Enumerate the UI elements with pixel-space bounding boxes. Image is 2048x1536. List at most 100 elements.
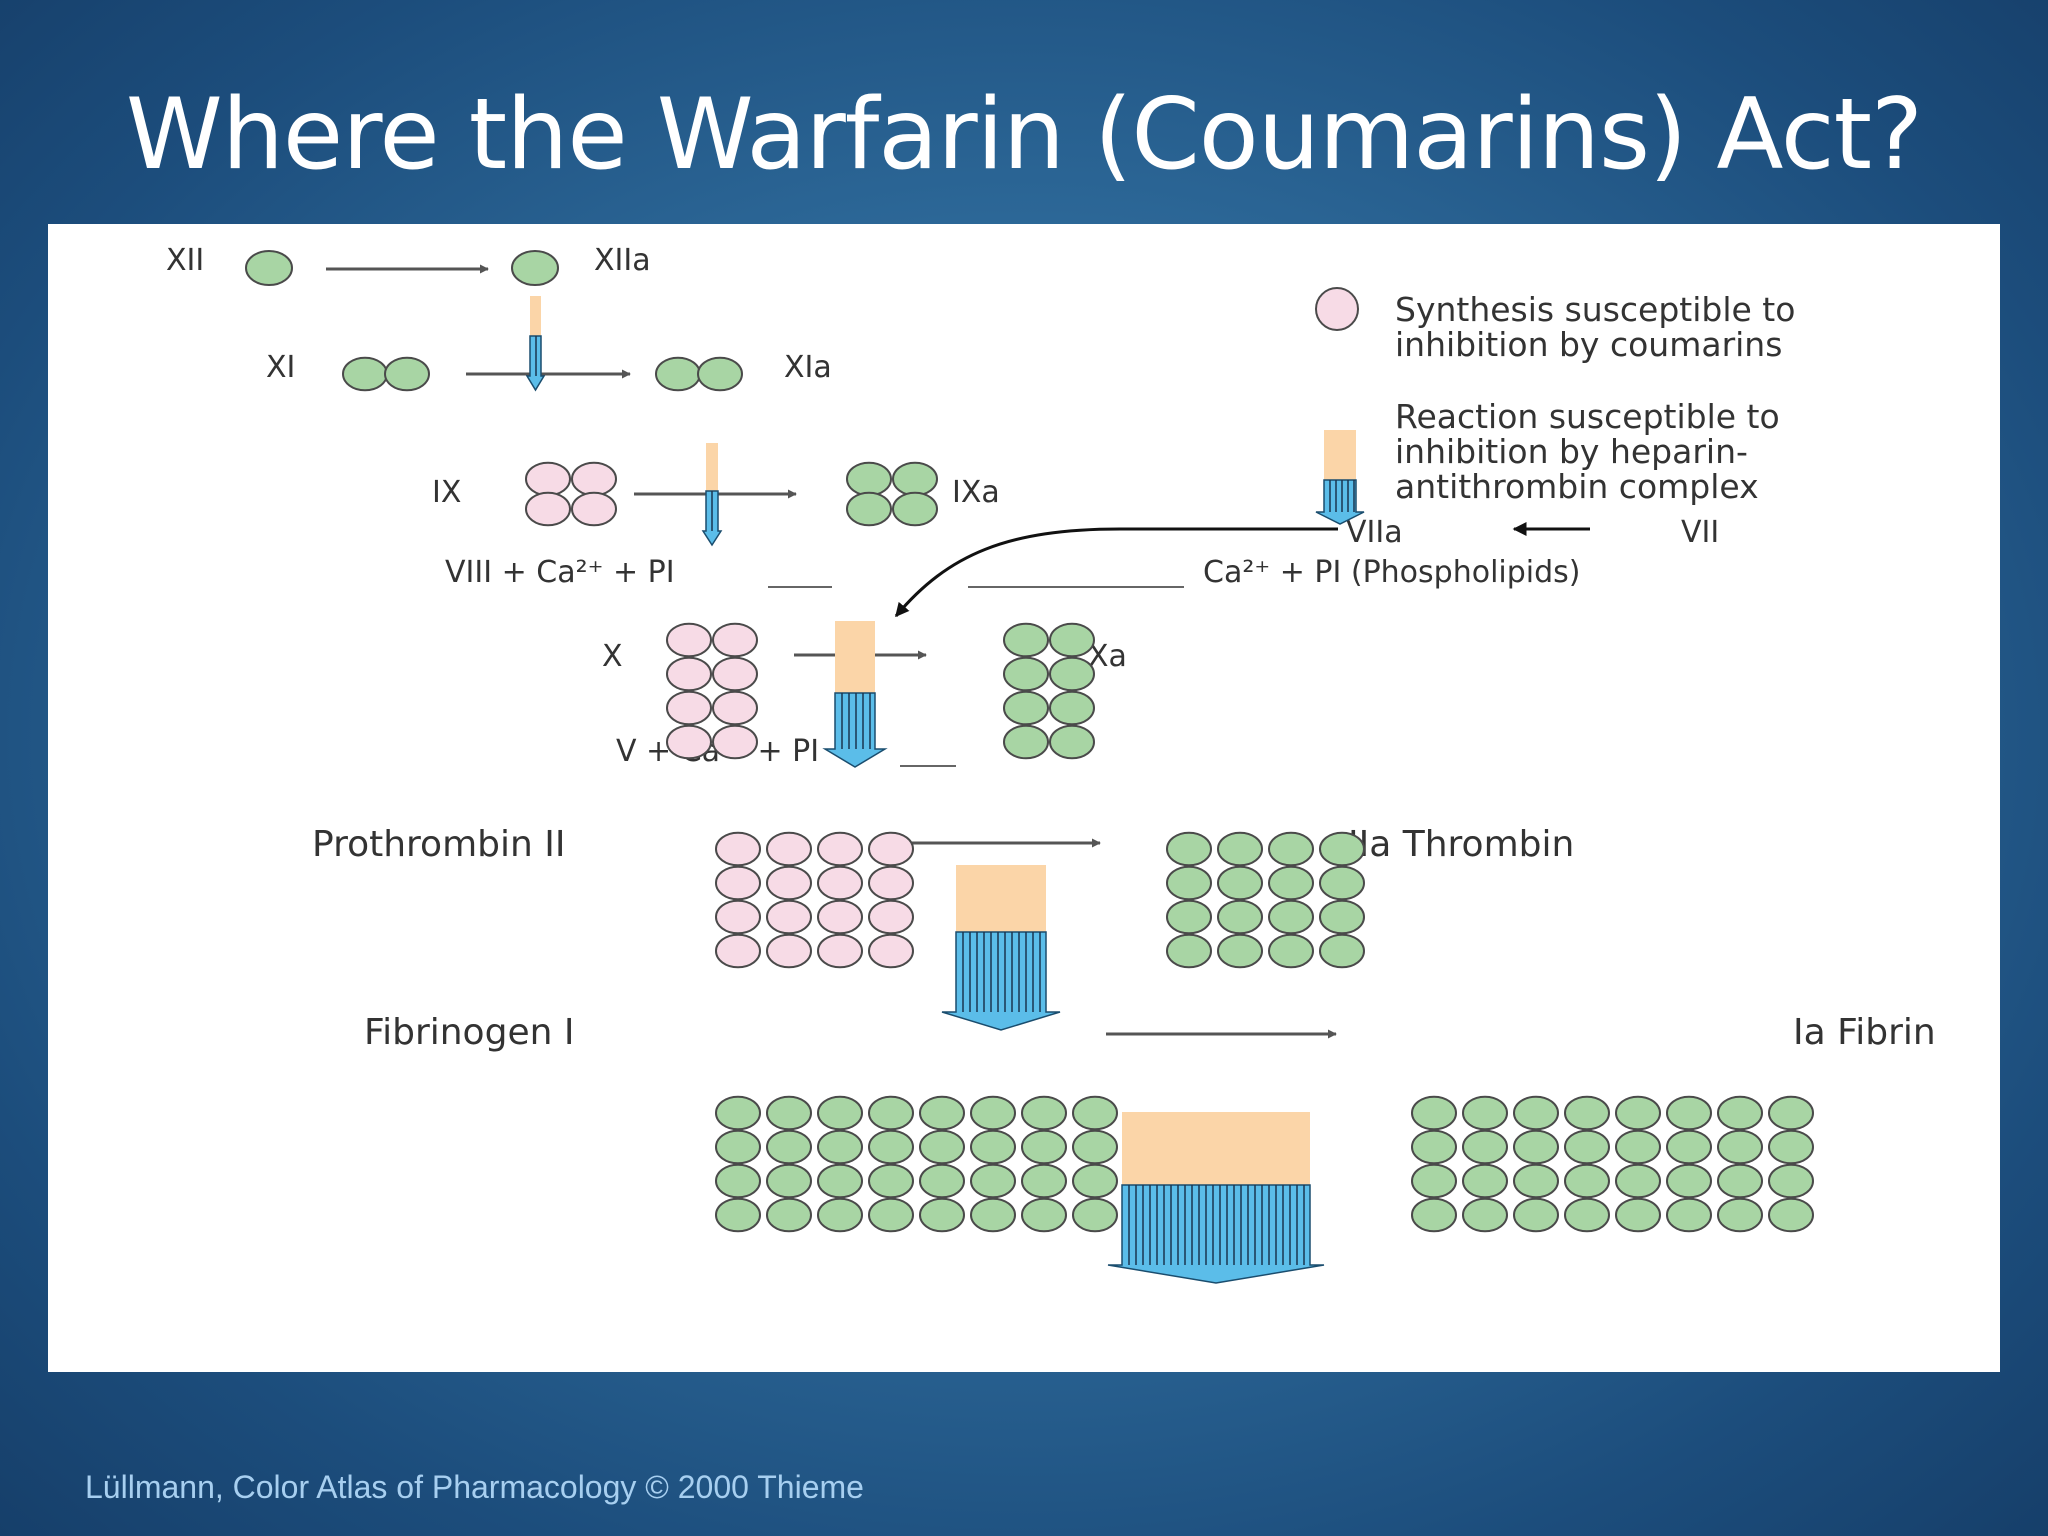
cascade-diagram: XII XIIa XI XIa IX IXa VIII + Ca²⁺ + PI …	[166, 243, 1936, 1284]
factor-molecule	[1666, 1163, 1712, 1199]
factor-molecule	[712, 724, 758, 760]
factor-molecule	[1564, 1095, 1610, 1131]
factor-molecule	[1462, 1163, 1508, 1199]
factor-molecule	[817, 899, 863, 935]
factor-molecule	[970, 1163, 1016, 1199]
factor-molecule	[766, 1095, 812, 1131]
factor-molecule	[817, 933, 863, 969]
factor-molecule	[1072, 1197, 1118, 1233]
heparin-inhibition-arrows	[525, 296, 1325, 1284]
ixa-to-x-heparin-arrow	[822, 621, 888, 768]
factor-molecule	[970, 1129, 1016, 1165]
thrombin-label: IIa Thrombin	[1348, 824, 1574, 865]
factor-molecule	[511, 249, 559, 287]
factor-molecule	[868, 899, 914, 935]
factor-molecule	[766, 1197, 812, 1233]
factor-molecule	[1768, 1197, 1814, 1233]
factor-molecule	[715, 1197, 761, 1233]
source-credit: Lüllmann, Color Atlas of Pharmacology © …	[85, 1469, 864, 1505]
factor-molecule	[1049, 656, 1095, 692]
factor-ixa-label: IXa	[952, 475, 1000, 510]
factor-molecule	[1462, 1129, 1508, 1165]
factor-molecule-groups	[245, 249, 1814, 1233]
legend-heparin-text: Reaction susceptible to inhibition by he…	[1395, 397, 1790, 506]
fibrinogen-molecules	[715, 1095, 1118, 1233]
factor-molecule	[1021, 1197, 1067, 1233]
factor-xia-molecules	[655, 356, 743, 392]
factor-molecule	[712, 622, 758, 658]
factor-molecule	[1411, 1095, 1457, 1131]
factor-molecule	[868, 1163, 914, 1199]
factor-molecule	[666, 622, 712, 658]
factor-molecule	[1166, 831, 1212, 867]
factor-molecule	[1021, 1095, 1067, 1131]
prothrombin-label: Prothrombin II	[312, 824, 566, 865]
factor-molecule	[1615, 1129, 1661, 1165]
factor-molecule	[1564, 1163, 1610, 1199]
factor-molecule	[868, 933, 914, 969]
reaction-arrows	[326, 264, 1590, 1039]
factor-molecule	[1666, 1129, 1712, 1165]
factor-molecule	[1717, 1129, 1763, 1165]
factor-xia-label: XIa	[784, 350, 832, 385]
factor-molecule	[1462, 1197, 1508, 1233]
factor-molecule	[1268, 831, 1314, 867]
factor-molecule	[892, 461, 938, 497]
factor-molecule	[868, 865, 914, 901]
factor-molecule	[817, 1095, 863, 1131]
factor-ixa-molecules	[846, 461, 938, 527]
factor-molecule	[1768, 1163, 1814, 1199]
factor-molecule	[970, 1197, 1016, 1233]
xia-to-ix-heparin-arrow	[701, 443, 723, 547]
factor-molecule	[525, 461, 571, 497]
factor-molecule	[1615, 1163, 1661, 1199]
factor-molecule	[1411, 1129, 1457, 1165]
factor-molecule	[655, 356, 701, 392]
factor-molecule	[715, 1095, 761, 1131]
factor-molecule	[1166, 865, 1212, 901]
factor-molecule	[817, 865, 863, 901]
cofactor-vii-label: Ca²⁺ + PI (Phospholipids)	[1203, 555, 1581, 590]
factor-molecule	[1268, 933, 1314, 969]
factor-molecule	[1717, 1163, 1763, 1199]
factor-molecule	[1768, 1095, 1814, 1131]
legend: Synthesis susceptible to inhibition by c…	[1315, 287, 1795, 525]
factor-molecule	[1021, 1129, 1067, 1165]
factor-molecule	[1166, 899, 1212, 935]
factor-x-label: X	[602, 639, 623, 674]
factor-molecule	[868, 1129, 914, 1165]
fibrin-molecules	[1411, 1095, 1814, 1233]
factor-xiia-molecules	[511, 249, 559, 287]
cofactor-viii-label: VIII + Ca²⁺ + PI	[445, 555, 675, 590]
factor-molecule	[1049, 724, 1095, 760]
factor-molecule	[1513, 1197, 1559, 1233]
factor-xii-molecules	[245, 249, 293, 287]
factor-ix-label: IX	[432, 475, 461, 510]
factor-vii-label: VII	[1681, 515, 1719, 550]
xiia-to-xi-heparin-arrow	[525, 296, 546, 392]
factor-molecule	[712, 690, 758, 726]
factor-xa-molecules	[1003, 622, 1095, 760]
factor-molecule	[1049, 622, 1095, 658]
factor-molecule	[1319, 865, 1365, 901]
factor-molecule	[868, 831, 914, 867]
prothrombin-molecules	[715, 831, 914, 969]
factor-molecule	[1411, 1197, 1457, 1233]
slide-title: Where the Warfarin (Coumarins) Act?	[125, 78, 1923, 192]
factor-molecule	[1003, 724, 1049, 760]
legend-coumarin-swatch	[1315, 287, 1359, 331]
factor-molecule	[1003, 656, 1049, 692]
factor-molecule	[1319, 899, 1365, 935]
factor-molecule	[715, 933, 761, 969]
factor-molecule	[1411, 1163, 1457, 1199]
factor-molecule	[1666, 1197, 1712, 1233]
factor-molecule	[919, 1163, 965, 1199]
factor-molecule	[1717, 1197, 1763, 1233]
factor-molecule	[697, 356, 743, 392]
factor-molecule	[715, 1129, 761, 1165]
factor-molecule	[1049, 690, 1095, 726]
factor-xiia-label: XIIa	[594, 243, 651, 278]
factor-molecule	[846, 491, 892, 527]
factor-molecule	[817, 1129, 863, 1165]
factor-molecule	[1268, 899, 1314, 935]
